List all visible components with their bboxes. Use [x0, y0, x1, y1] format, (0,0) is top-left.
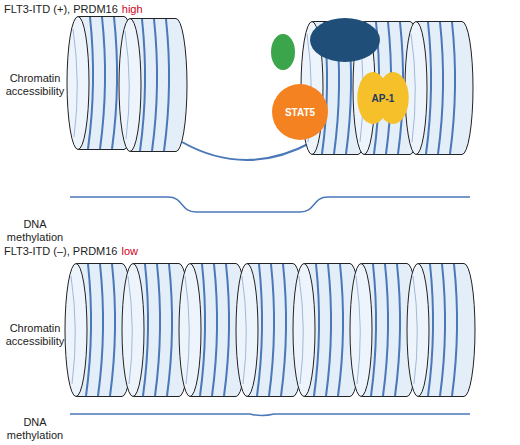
factor-oval: [271, 34, 295, 70]
row-label: Chromatin accessibility: [0, 322, 70, 348]
row-label: DNA methylation: [0, 416, 70, 442]
row-label: Chromatin accessibility: [0, 72, 70, 98]
panel-heading-level: high: [122, 3, 143, 16]
node-label: STAT5: [272, 84, 328, 140]
factor-pair: AP-1: [355, 72, 411, 124]
row-label: DNA methylation: [0, 218, 70, 244]
nucleosome: [407, 264, 475, 397]
panel-heading: FLT3-ITD (+), PRDM16: [4, 3, 118, 16]
linker-dna: [182, 142, 312, 160]
panel-heading: FLT3-ITD (–), PRDM16: [4, 245, 117, 258]
panel-heading-level: low: [121, 245, 138, 258]
closed-chromatin: [65, 264, 475, 416]
factor-oval: [310, 18, 380, 62]
methylation-line: [70, 414, 470, 416]
factor-circle: STAT5: [272, 84, 328, 140]
nucleosome: [405, 22, 473, 155]
outline: [272, 84, 328, 140]
methylation-line: [70, 197, 470, 212]
node-label: AP-1: [355, 72, 411, 124]
open-chromatin: [67, 17, 473, 213]
nucleosome: [119, 19, 187, 152]
